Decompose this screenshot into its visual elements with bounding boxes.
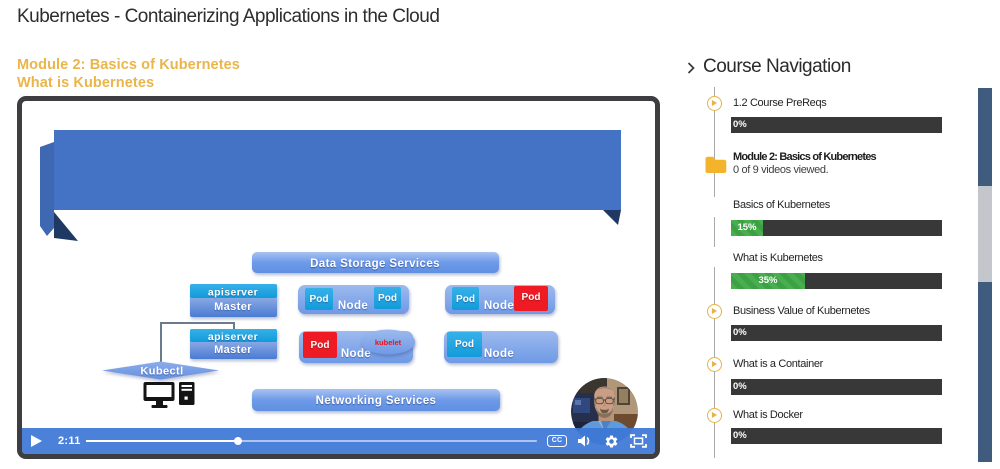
page-title: Kubernetes - Containerizing Applications… xyxy=(17,6,440,27)
fullscreen-icon[interactable] xyxy=(630,434,647,448)
sidebar-item-what-is-docker[interactable]: What is Docker xyxy=(733,408,803,421)
play-circle-icon xyxy=(707,304,722,319)
apiserver-label-2: apiserver xyxy=(208,331,258,343)
data-storage-label: Data Storage Services xyxy=(310,258,440,270)
apiserver-master-box-1 xyxy=(190,284,277,317)
sidebar-scrollbar[interactable] xyxy=(978,88,992,462)
sidebar-item-business-value[interactable]: Business Value of Kubernetes xyxy=(733,304,870,317)
kubelet-label: kubelet xyxy=(375,338,402,347)
node-label: Node xyxy=(341,348,371,360)
progress-what-is-kubernetes: 35% xyxy=(731,273,942,289)
progress-value: 15% xyxy=(731,220,763,236)
play-circle-icon xyxy=(707,357,722,372)
pod-label: Pod xyxy=(455,339,474,350)
timeline-line xyxy=(714,87,715,197)
networking-bar xyxy=(252,389,500,411)
play-circle-icon xyxy=(707,408,722,423)
breadcrumb: Module 2: Basics of Kubernetes What is K… xyxy=(17,57,240,92)
workstation-icon xyxy=(143,382,195,408)
progress-business-value: 0% xyxy=(731,325,942,341)
sidebar-item-course-prereqs[interactable]: 1.2 Course PreReqs xyxy=(733,97,827,109)
node-label: Node xyxy=(484,300,514,312)
pod-label: Pod xyxy=(311,340,330,351)
progress-course-prereqs: 0% xyxy=(731,117,942,133)
folder-icon xyxy=(705,156,727,173)
banner-ribbon xyxy=(40,130,621,241)
sidebar-module-progress-text: 0 of 9 videos viewed. xyxy=(733,164,829,176)
pod-label: Pod xyxy=(310,294,329,305)
kubectl-label: Kubectl xyxy=(140,366,183,378)
progress-knob[interactable] xyxy=(234,437,242,445)
progress-value: 0% xyxy=(733,381,747,392)
progress-value: 0% xyxy=(733,327,747,338)
kubernetes-architecture-diagram: Data Storage Services Networking Service… xyxy=(40,130,621,411)
progress-basics-of-kubernetes: 15% xyxy=(731,220,942,236)
progress-bar[interactable] xyxy=(86,437,537,445)
node-label: Node xyxy=(338,300,368,312)
video-controls: 2:11 CC xyxy=(22,428,655,454)
progress-value: 0% xyxy=(733,119,747,130)
pod-label: Pod xyxy=(456,294,475,305)
networking-label: Networking Services xyxy=(316,395,437,407)
breadcrumb-lesson: What is Kubernetes xyxy=(17,74,155,91)
progress-value: 35% xyxy=(731,273,805,289)
master-label-1: Master xyxy=(214,301,252,313)
sidebar-item-basics-of-kubernetes[interactable]: Basics of Kubernetes xyxy=(733,199,830,211)
breadcrumb-module: Module 2: Basics of Kubernetes xyxy=(17,57,240,73)
volume-icon[interactable] xyxy=(577,434,592,448)
kubectl-diamond xyxy=(102,361,219,380)
kubelet-ellipse xyxy=(361,329,415,355)
kubectl-connector-line xyxy=(160,322,235,362)
progress-played xyxy=(86,440,237,442)
progress-value: 0% xyxy=(733,430,747,441)
closed-captions-button[interactable]: CC xyxy=(547,435,567,447)
pod-label: Pod xyxy=(378,293,397,304)
progress-what-is-docker: 0% xyxy=(731,428,942,444)
sidebar-item-what-is-a-container[interactable]: What is a Container xyxy=(733,357,823,370)
node-group-2 xyxy=(445,285,555,314)
video-player[interactable]: Data Storage Services Networking Service… xyxy=(17,96,660,459)
sidebar-item-what-is-kubernetes[interactable]: What is Kubernetes xyxy=(733,251,823,264)
course-navigation-title: Course Navigation xyxy=(703,56,851,77)
apiserver-master-box-2 xyxy=(190,329,277,359)
apiserver-label-1: apiserver xyxy=(208,287,258,299)
current-time: 2:11 xyxy=(58,435,81,447)
node-label: Node xyxy=(484,348,514,360)
node-group-4 xyxy=(444,331,558,363)
progress-what-is-a-container: 0% xyxy=(731,379,942,395)
master-label-2: Master xyxy=(214,344,252,356)
sidebar-module-title[interactable]: Module 2: Basics of Kubernetes xyxy=(733,151,877,163)
pod-label: Pod xyxy=(522,292,541,303)
data-storage-bar xyxy=(252,252,499,273)
settings-gear-icon[interactable] xyxy=(604,434,619,449)
chevron-right-icon[interactable] xyxy=(687,62,695,74)
play-circle-icon xyxy=(707,96,722,111)
play-button[interactable] xyxy=(31,435,42,447)
node-group-1 xyxy=(298,285,409,314)
timeline-line xyxy=(714,217,715,247)
scrollbar-thumb[interactable] xyxy=(978,186,992,282)
